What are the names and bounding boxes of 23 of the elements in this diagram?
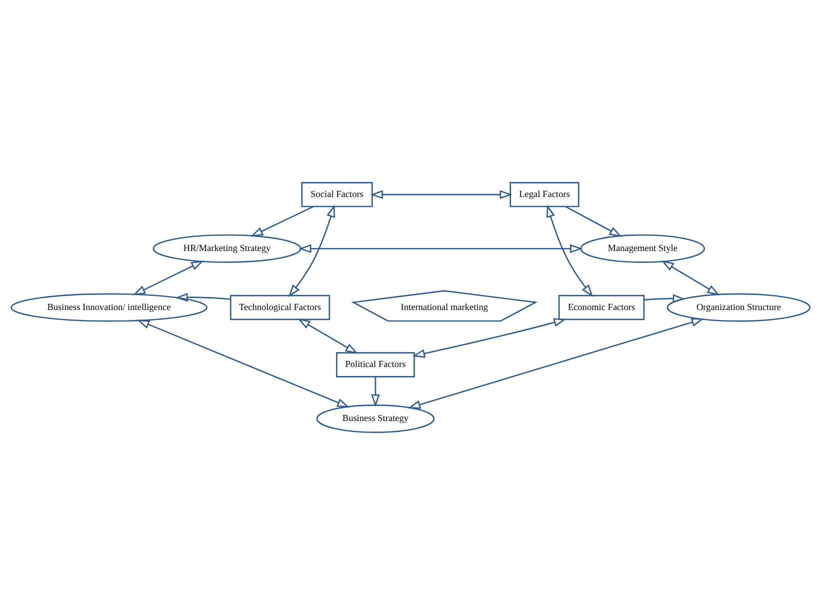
node-box: Social Factors [301, 182, 373, 208]
node-box: Political Factors [336, 352, 415, 378]
arrow [136, 320, 350, 408]
arrow [370, 190, 512, 199]
node-ellipse: HR/Marketing Strategy [152, 234, 302, 263]
arrow [298, 318, 358, 354]
arrow [371, 376, 380, 408]
arrow [175, 292, 231, 302]
node-box: Technological Factors [230, 294, 330, 320]
arrow [132, 260, 204, 296]
arrow [408, 318, 704, 409]
node-box: Economic Factors [558, 294, 645, 320]
arrow [644, 294, 686, 303]
arrow [546, 204, 594, 298]
arrow [412, 318, 566, 358]
node-ellipse: Management Style [580, 234, 706, 263]
arrow [565, 206, 622, 237]
arrow [661, 260, 720, 296]
arrow [250, 206, 314, 237]
node-ellipse: Business Strategy [316, 404, 435, 434]
arrow [288, 204, 336, 298]
node-box: Legal Factors [510, 182, 580, 208]
arrow [298, 244, 583, 254]
